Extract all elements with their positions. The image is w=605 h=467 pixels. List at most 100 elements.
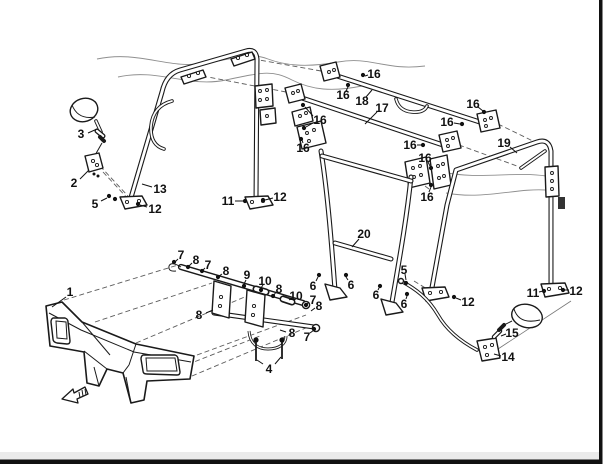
right-mirror: [397, 277, 572, 362]
part-number-label: 2: [71, 176, 78, 190]
foot-plate: [324, 283, 348, 301]
callout-18-10: 18: [355, 89, 373, 108]
callout-16-18: 16: [418, 151, 432, 167]
part-number-label: 11: [222, 194, 235, 208]
page-border-shadow: [0, 452, 600, 460]
callout-15-43: 15: [500, 326, 519, 340]
callout-leader-line: [274, 356, 282, 365]
callout-leader-line: [301, 139, 304, 144]
callout-leader-line: [365, 89, 373, 98]
mirror-bracket: [476, 337, 501, 362]
mount-plate: [230, 51, 256, 67]
callout-16-14: 16: [466, 97, 484, 112]
callout-leader-line: [345, 276, 349, 281]
foot-plate: [244, 195, 274, 210]
crossbar-17: [284, 83, 462, 153]
callout-leader-line: [345, 86, 349, 92]
callout-leader-line: [243, 279, 247, 285]
callout-leader-line: [477, 106, 484, 112]
callout-17-11: 17: [364, 101, 389, 125]
crossbar-18: [319, 61, 501, 133]
callout-6-36: 6: [345, 276, 355, 292]
callout-16-8: 16: [364, 67, 381, 81]
part-number-label: 10: [258, 274, 272, 288]
callout-leader-line: [139, 204, 148, 208]
callout-leader-line: [202, 267, 206, 271]
callout-5-3: 5: [92, 197, 108, 211]
part-number-label: 8: [193, 253, 200, 267]
part-number-label: 16: [367, 67, 381, 81]
part-number-label: 16: [420, 190, 434, 204]
callout-leader-line: [188, 262, 193, 267]
callout-leader-line: [455, 297, 462, 301]
mirror-head: [511, 303, 543, 329]
part-number-label: 4: [266, 362, 273, 376]
part-number-label: 12: [461, 295, 475, 309]
callout-leader-line: [273, 291, 277, 296]
bar-end-bracket: [476, 109, 501, 133]
callout-leader-line: [304, 106, 314, 117]
fasteners: [106, 72, 566, 332]
callout-leader-line: [405, 295, 408, 300]
part-number-label: 1: [67, 285, 74, 299]
callout-6-35: 6: [310, 276, 319, 293]
callout-10-26: 10: [258, 274, 272, 289]
callout-19-16: 19: [497, 136, 518, 154]
callout-leader-line: [428, 186, 432, 193]
callout-leader-line: [264, 197, 274, 201]
callout-leader-line: [509, 146, 518, 154]
crossbar-mount-brackets-left: [291, 106, 327, 150]
part-number-label: 16: [313, 113, 327, 127]
bar-end-bracket: [438, 130, 462, 153]
callout-14-44: 14: [493, 350, 515, 364]
front-direction-arrow-icon: [61, 386, 89, 404]
mount-plate: [244, 289, 266, 328]
callout-13-4: 13: [141, 182, 167, 196]
callout-5-39: 5: [401, 263, 408, 281]
callout-8-24: 8: [218, 264, 230, 278]
pillar-tab: [558, 197, 565, 209]
part-number-label: 12: [148, 202, 162, 216]
part-number-label: 7: [205, 258, 212, 272]
callout-11-41: 11: [527, 286, 544, 300]
callout-7-23: 7: [202, 258, 212, 272]
page-border-right: [599, 0, 603, 464]
pillar-bracket: [254, 83, 274, 109]
part-number-label: 16: [296, 141, 310, 155]
callout-1-0: 1: [51, 285, 74, 308]
callout-16-9: 16: [336, 86, 350, 102]
callout-leader-line: [288, 297, 293, 301]
left-mirror: [69, 97, 106, 178]
part-number-label: 6: [373, 288, 380, 302]
part-number-label: 8: [276, 282, 283, 296]
bumper-opening: [140, 354, 181, 376]
callout-7-29: 7: [306, 293, 317, 307]
callout-16-15: 16: [440, 115, 461, 129]
callout-leader-line: [305, 122, 314, 128]
callout-10-28: 10: [288, 289, 303, 303]
part-number-label: 6: [310, 279, 317, 293]
callout-16-19: 16: [420, 186, 434, 204]
callout-leader-line: [279, 329, 287, 333]
part-number-label: 14: [501, 350, 515, 364]
mid-frame: [318, 148, 414, 316]
callout-9-25: 9: [243, 268, 251, 285]
page-border-bottom: [0, 459, 602, 464]
part-number-label: 12: [273, 190, 287, 204]
callout-leader-line: [100, 197, 108, 202]
callout-leader-line: [351, 238, 360, 248]
callout-leader-line: [453, 122, 461, 125]
rear-hoop: [421, 138, 570, 302]
part-number-label: 10: [289, 289, 303, 303]
callout-20-20: 20: [351, 227, 371, 248]
callout-leader-line: [218, 273, 223, 277]
callout-leader-line: [205, 309, 214, 314]
mirror-head: [69, 97, 99, 123]
part-number-label: 5: [92, 197, 99, 211]
foot-plate: [380, 298, 404, 316]
callout-8-31: 8: [196, 308, 214, 322]
part-number-label: 7: [178, 248, 185, 262]
callout-leader-line: [174, 258, 179, 263]
callout-leader-line: [309, 329, 315, 334]
